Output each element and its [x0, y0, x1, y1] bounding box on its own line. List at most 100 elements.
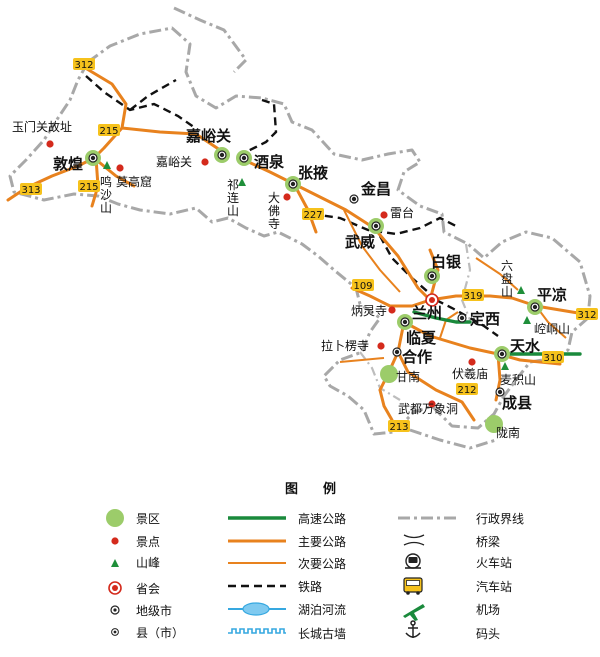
road-badge-215-b: 215	[78, 180, 100, 193]
svg-text:312: 312	[74, 60, 93, 71]
legend-label-scenic-area: 景区	[136, 512, 160, 526]
legend-peak-icon	[111, 559, 119, 567]
legend-label-expressway: 高速公路	[298, 511, 346, 526]
legend-bridge-icon	[403, 534, 425, 546]
city-marker-dunhuang	[88, 153, 98, 163]
city-marker-pingliang	[530, 302, 540, 312]
city-markers	[88, 150, 540, 397]
legend-label-great-wall: 长城古墙	[298, 626, 346, 641]
label-pingliang: 平凉	[537, 286, 567, 304]
label-labuleng: 拉卜楞寺	[321, 338, 369, 353]
peak-mingshashan-icon	[103, 161, 111, 169]
scenic-area-gannan	[380, 365, 398, 383]
province-boundary	[8, 6, 592, 450]
label-jiuquan: 酒泉	[254, 153, 285, 171]
legend-title: 图 例	[285, 481, 342, 497]
legend-label-train-station: 火车站	[476, 555, 512, 570]
label-dafosi: 大佛寺	[268, 191, 280, 231]
city-marker-wuwei	[371, 221, 381, 231]
label-hezuo: 合作	[401, 348, 432, 366]
legend-label-boundary: 行政界线	[476, 512, 524, 526]
scenic-area-longnan	[485, 415, 503, 433]
train-station-icon	[405, 553, 421, 569]
label-baiyin: 白银	[431, 253, 462, 271]
legend-great-wall-line	[228, 628, 286, 634]
road-badge-310: 310	[542, 351, 564, 364]
legend-label-county: 县（市）	[136, 625, 184, 640]
label-kongtong: 崆峒山	[534, 321, 570, 336]
label-zhangye: 张掖	[298, 164, 329, 182]
road-badges: 312 215 215 313 227 109 319 312 310 212 …	[20, 58, 598, 433]
legend-label-bridge: 桥梁	[476, 534, 500, 549]
road-badge-213: 213	[388, 420, 410, 433]
label-jinchang: 金昌	[360, 180, 391, 198]
legend: 图 例 景区 景点 山峰 省会 地级市 县（市） 高速公路 主要公路 次要公路	[106, 481, 524, 641]
road-badge-312-nw: 312	[73, 58, 95, 71]
city-marker-tianshui	[497, 349, 507, 359]
label-longnan: 陇南	[496, 425, 520, 440]
legend-label-main-road: 主要公路	[298, 534, 346, 549]
spot-yumenguan	[46, 140, 54, 148]
peak-liupan-icon	[517, 286, 525, 294]
svg-text:215: 215	[99, 126, 118, 137]
legend-label-peak: 山峰	[136, 556, 160, 570]
legend-spot-icon	[111, 537, 119, 545]
road-badge-227: 227	[302, 208, 324, 221]
label-gannan: 甘南	[396, 369, 420, 384]
road-badge-212: 212	[456, 383, 478, 396]
label-yumenguan: 玉门关故址	[12, 119, 72, 134]
label-bingling: 炳灵寺	[351, 304, 387, 318]
svg-text:109: 109	[353, 281, 372, 292]
svg-text:313: 313	[21, 185, 40, 196]
legend-prefecture-city-icon	[110, 605, 120, 615]
peak-qilianshan-icon	[238, 178, 246, 186]
legend-county-icon	[111, 628, 119, 636]
city-marker-jinchang	[349, 194, 359, 204]
city-marker-chengxian	[495, 387, 505, 397]
legend-label-airport: 机场	[476, 603, 500, 617]
svg-text:213: 213	[389, 422, 408, 433]
label-mogaoku: 莫高窟	[116, 174, 152, 189]
spot-fuxi	[468, 358, 476, 366]
internal-boundaries	[359, 243, 472, 401]
city-marker-zhangye	[288, 179, 298, 189]
label-dingxi: 定西	[470, 310, 500, 328]
anchor-icon	[405, 620, 421, 638]
legend-label-prefecture-city: 地级市	[136, 603, 172, 618]
svg-text:212: 212	[457, 385, 476, 396]
legend-label-capital: 省会	[136, 582, 160, 596]
label-maiji: 麦积山	[500, 373, 536, 387]
bus-station-icon	[403, 577, 423, 595]
road-badge-109: 109	[352, 279, 374, 292]
spot-bingling	[388, 306, 396, 314]
road-badge-313: 313	[20, 183, 42, 196]
railways	[85, 75, 499, 337]
spot-labels: 玉门关故址 莫高窟 嘉峪关 甘南 伏羲庙 麦积山 武都万象洞 陇南 雷台 炳灵寺…	[12, 119, 570, 440]
label-wudu: 武都万象洞	[398, 402, 458, 416]
legend-label-railway: 铁路	[298, 579, 322, 594]
label-linxia: 临夏	[406, 329, 437, 347]
label-qilianshan: 祁连山	[227, 177, 239, 218]
peak-kongtong-icon	[523, 316, 531, 324]
road-badge-319: 319	[462, 289, 484, 302]
road-badge-215-a: 215	[98, 124, 120, 137]
label-leitai: 雷台	[390, 205, 414, 220]
spot-leitai	[380, 211, 388, 219]
peak-markers	[103, 161, 531, 370]
label-mingshashan: 鸣沙山	[100, 174, 112, 215]
spot-jiayuguan-pass	[201, 158, 209, 166]
svg-text:227: 227	[303, 210, 322, 221]
legend-label-spot: 景点	[136, 535, 160, 549]
label-jiayuguan: 嘉峪关	[185, 127, 231, 145]
spot-dafosi	[283, 193, 291, 201]
label-dunhuang: 敦煌	[53, 155, 83, 173]
main-roads	[6, 64, 598, 422]
label-lanzhou: 兰州	[412, 304, 442, 322]
label-tianshui: 天水	[510, 337, 541, 355]
city-marker-baiyin	[427, 271, 437, 281]
city-marker-jiayuguan	[217, 150, 227, 160]
label-wuwei: 武威	[345, 233, 375, 251]
peak-maiji-icon	[501, 362, 509, 370]
spot-markers	[46, 140, 476, 408]
